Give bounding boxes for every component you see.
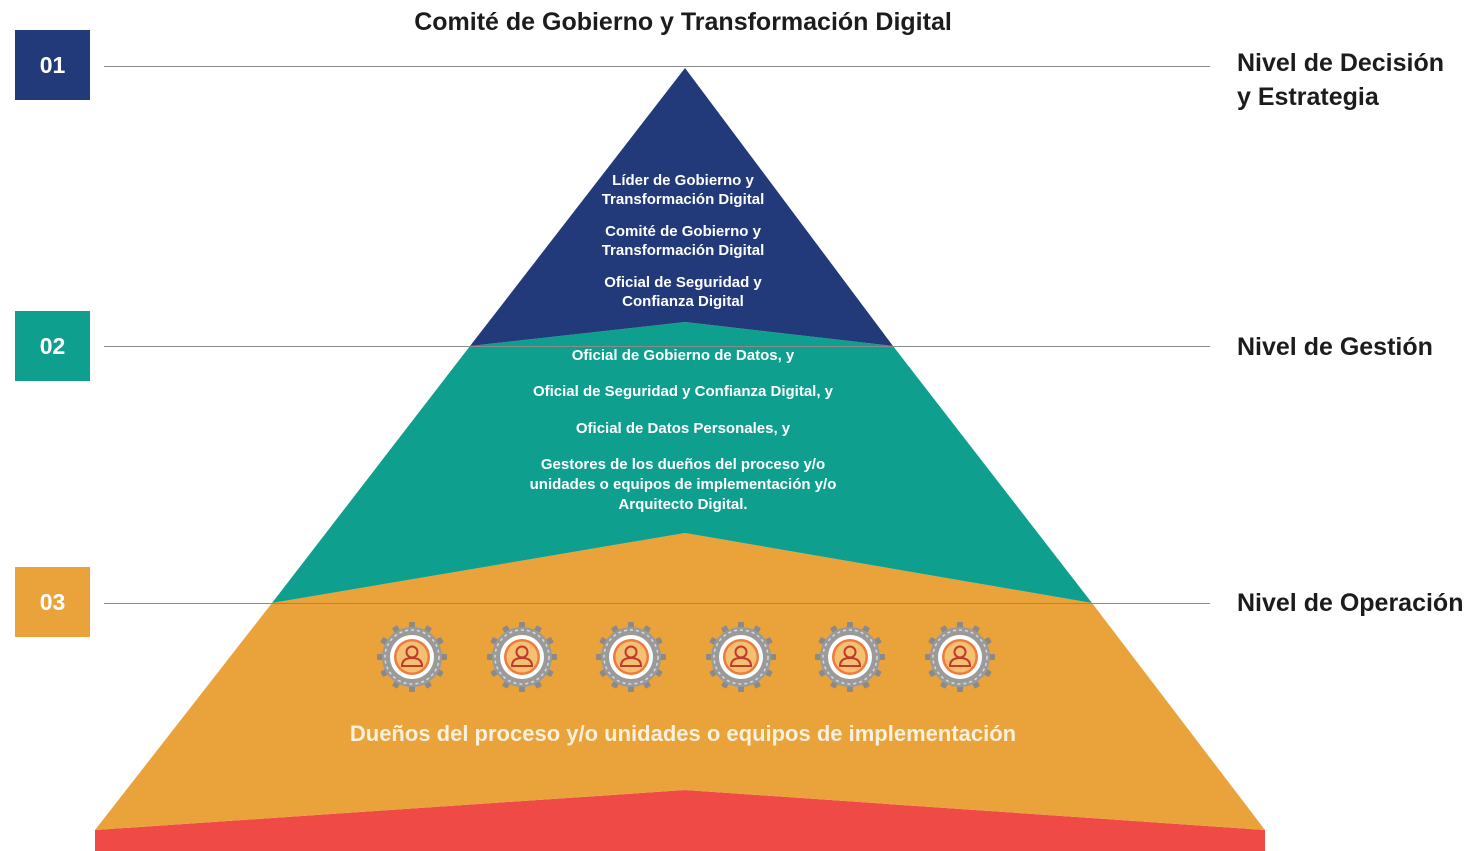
level-badge-03: 03 [15, 567, 90, 637]
tier1-item-leader-line2: Transformación Digital [601, 191, 765, 208]
tier1-item-security-officer-line1: Oficial de Seguridad y [604, 274, 762, 291]
diagram-title: Comité de Gobierno y Transformación Digi… [414, 8, 952, 36]
tier3-label: Dueños del proceso y/o unidades o equipo… [349, 721, 1017, 746]
user-gear-icon [486, 621, 558, 693]
level-label-operation: Nivel de Operación [1237, 589, 1464, 617]
level-badge-01: 01 [15, 30, 90, 100]
user-gear-icon [595, 621, 667, 693]
level-line-01 [104, 66, 1210, 67]
tier1-item-committee: Comité de Gobierno y Transformación Digi… [483, 222, 883, 260]
tier1-item-security-officer-line2: Confianza Digital [622, 293, 744, 310]
tier2-item-security-trust: Oficial de Seguridad y Confianza Digital… [532, 383, 834, 400]
user-gear-icon [376, 621, 448, 693]
tier2-item-data-governance: Oficial de Gobierno de Datos, y [571, 347, 795, 364]
pyramid-tier-operation [95, 533, 1265, 830]
level-badge-02: 02 [15, 311, 90, 381]
tier1-item-leader-line1: Líder de Gobierno y [612, 172, 754, 189]
user-gear-icon [814, 621, 886, 693]
level-line-03 [104, 603, 1210, 604]
level-label-decision-line2: y Estrategia [1237, 83, 1379, 111]
tier1-item-committee-line2: Transformación Digital [601, 242, 765, 259]
pyramid-tier-management [272, 322, 1092, 603]
pyramid-tier-decision [470, 68, 893, 346]
tier1-item-security-officer: Oficial de Seguridad y Confianza Digital [483, 273, 883, 311]
tier2-item-process-managers-line2: unidades o equipos de implementación y/o [529, 476, 837, 493]
tier2-item-process-managers: Gestores de los dueños del proceso y/o u… [433, 455, 933, 515]
pyramid-base-red [95, 790, 1265, 851]
level-label-decision: Nivel de Decisión y Estrategia [1237, 46, 1444, 114]
user-gear-icon [924, 621, 996, 693]
level-label-decision-line1: Nivel de Decisión [1237, 49, 1445, 77]
user-gear-icon [705, 621, 777, 693]
level-line-02 [104, 346, 1210, 347]
level-label-management: Nivel de Gestión [1237, 333, 1433, 361]
tier2-item-process-managers-line3: Arquitecto Digital. [618, 496, 748, 513]
tier1-item-leader: Líder de Gobierno y Transformación Digit… [483, 171, 883, 209]
tier2-item-personal-data: Oficial de Datos Personales, y [575, 420, 791, 437]
tier1-item-committee-line1: Comité de Gobierno y [605, 223, 761, 240]
tier2-item-process-managers-line1: Gestores de los dueños del proceso y/o [540, 456, 826, 473]
